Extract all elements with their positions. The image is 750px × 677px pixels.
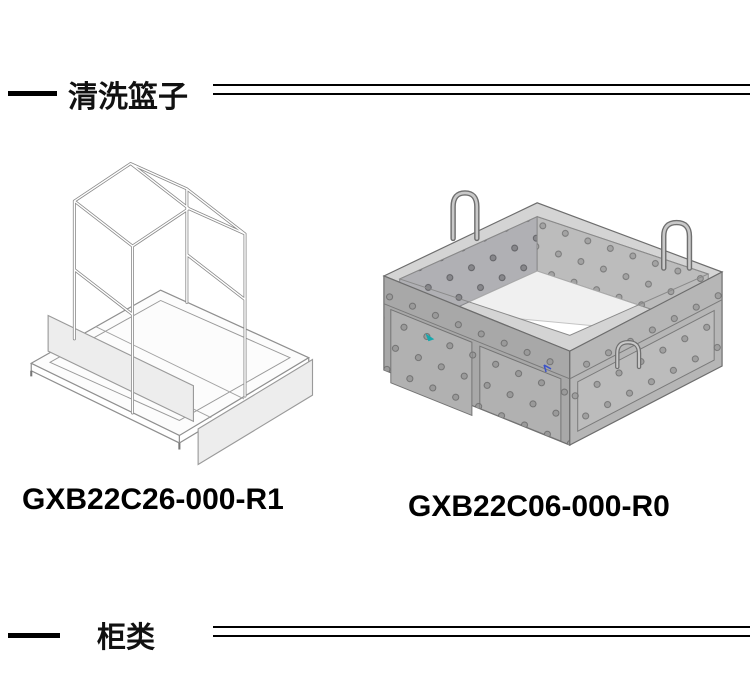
top-header-left-rule [8, 91, 57, 96]
top-header-double-rule [213, 84, 750, 95]
bottom-header-left-rule [8, 633, 60, 638]
cad-annotation-blue [543, 364, 552, 373]
product-code-perforated-basket: GXB22C06-000-R0 [408, 490, 670, 523]
perforated-basket-drawing [382, 190, 724, 447]
bottom-header-double-rule [213, 626, 750, 637]
wireframe-basket-drawing [29, 162, 314, 466]
section-title-cleaning-baskets: 清洗篮子 [68, 81, 188, 114]
section-title-cabinets: 柜类 [97, 622, 156, 654]
product-code-wireframe-basket: GXB22C26-000-R1 [22, 483, 284, 516]
cad-annotation-teal [425, 333, 435, 342]
